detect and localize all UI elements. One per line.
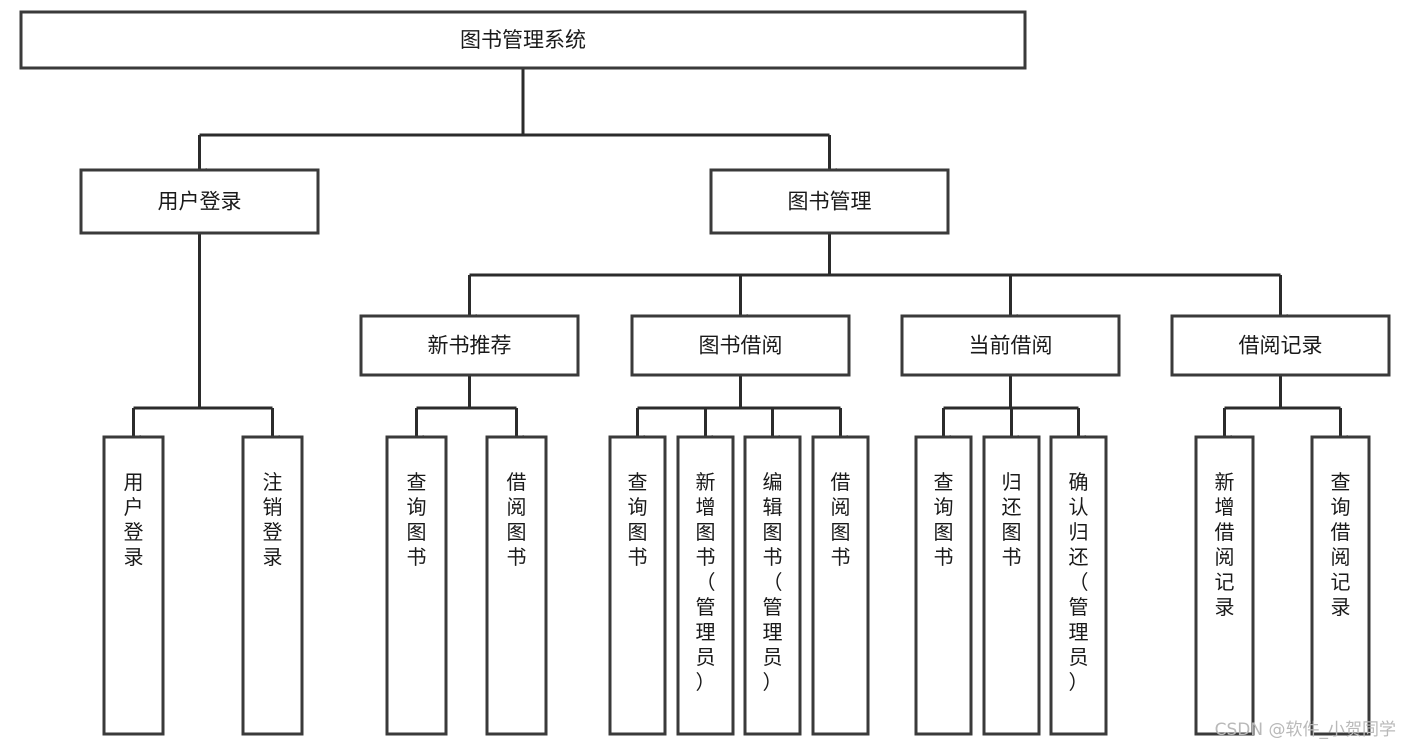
node-box-leaf-borrow-book-rec [485, 435, 548, 736]
node-box-leaf-query-book-cur [914, 435, 973, 736]
node-box-leaf-borrow-book [811, 435, 870, 736]
node-label-leaf-edit-book-admin: 编辑图书（管理员） [763, 470, 783, 694]
node-label-leaf-user-login: 用户登录 [124, 470, 144, 569]
node-label-root: 图书管理系统 [460, 28, 586, 52]
node-user-login[interactable]: 用户登录 [79, 168, 320, 235]
node-new-book-recommend[interactable]: 新书推荐 [359, 314, 580, 377]
node-leaf-confirm-return-admin[interactable]: 确认归还（管理员） [1049, 435, 1108, 736]
node-label-user-login: 用户登录 [158, 190, 242, 214]
node-leaf-add-borrow-record[interactable]: 新增借阅记录 [1194, 435, 1255, 736]
node-box-new-book-recommend [359, 314, 580, 377]
node-box-leaf-logout-login [241, 435, 304, 736]
node-leaf-return-book[interactable]: 归还图书 [982, 435, 1041, 736]
node-current-borrow[interactable]: 当前借阅 [900, 314, 1121, 377]
node-leaf-add-book-admin[interactable]: 新增图书（管理员） [676, 435, 735, 736]
node-label-leaf-query-borrow-record: 查询借阅记录 [1331, 470, 1351, 619]
nodes-layer: 图书管理系统用户登录图书管理新书推荐图书借阅当前借阅借阅记录用户登录注销登录查询… [19, 10, 1391, 736]
node-label-leaf-query-book-cur: 查询图书 [934, 470, 954, 569]
node-box-leaf-query-book-rec [385, 435, 448, 736]
node-book-borrow[interactable]: 图书借阅 [630, 314, 851, 377]
node-leaf-logout-login[interactable]: 注销登录 [241, 435, 304, 736]
node-leaf-user-login[interactable]: 用户登录 [102, 435, 165, 736]
node-label-leaf-add-book-admin: 新增图书（管理员） [696, 470, 716, 694]
node-label-new-book-recommend: 新书推荐 [428, 334, 512, 358]
node-leaf-edit-book-admin[interactable]: 编辑图书（管理员） [743, 435, 802, 736]
csdn-watermark: CSDN @软件_小贺同学 [1215, 720, 1396, 740]
node-box-leaf-add-borrow-record [1194, 435, 1255, 736]
node-box-leaf-query-borrow-record [1310, 435, 1371, 736]
node-leaf-query-borrow-record[interactable]: 查询借阅记录 [1310, 435, 1371, 736]
node-leaf-borrow-book-rec[interactable]: 借阅图书 [485, 435, 548, 736]
node-label-leaf-borrow-book: 借阅图书 [831, 470, 851, 569]
node-label-book-manage: 图书管理 [788, 190, 872, 214]
node-book-manage[interactable]: 图书管理 [709, 168, 950, 235]
node-label-leaf-confirm-return-admin: 确认归还（管理员） [1069, 470, 1089, 694]
node-box-leaf-add-book-admin [676, 435, 735, 736]
node-leaf-query-book-cur[interactable]: 查询图书 [914, 435, 973, 736]
node-label-leaf-borrow-book-rec: 借阅图书 [507, 470, 527, 569]
node-label-leaf-add-borrow-record: 新增借阅记录 [1215, 470, 1235, 619]
node-box-user-login [79, 168, 320, 235]
node-box-book-manage [709, 168, 950, 235]
node-box-leaf-user-login [102, 435, 165, 736]
node-label-current-borrow: 当前借阅 [969, 334, 1053, 358]
node-box-leaf-confirm-return-admin [1049, 435, 1108, 736]
node-leaf-query-book-borrow[interactable]: 查询图书 [608, 435, 667, 736]
node-label-leaf-query-book-rec: 查询图书 [407, 470, 427, 569]
node-box-borrow-record [1170, 314, 1391, 377]
node-box-leaf-return-book [982, 435, 1041, 736]
node-root[interactable]: 图书管理系统 [19, 10, 1027, 70]
node-box-leaf-edit-book-admin [743, 435, 802, 736]
node-box-root [19, 10, 1027, 70]
node-label-leaf-query-book-borrow: 查询图书 [628, 470, 648, 569]
node-box-book-borrow [630, 314, 851, 377]
node-box-leaf-query-book-borrow [608, 435, 667, 736]
node-box-current-borrow [900, 314, 1121, 377]
node-label-borrow-record: 借阅记录 [1239, 334, 1323, 358]
node-label-leaf-return-book: 归还图书 [1002, 470, 1022, 569]
node-label-book-borrow: 图书借阅 [699, 334, 783, 358]
node-leaf-borrow-book[interactable]: 借阅图书 [811, 435, 870, 736]
node-label-leaf-logout-login: 注销登录 [263, 470, 283, 569]
connectors-layer [126, 68, 1348, 447]
node-borrow-record[interactable]: 借阅记录 [1170, 314, 1391, 377]
node-leaf-query-book-rec[interactable]: 查询图书 [385, 435, 448, 736]
